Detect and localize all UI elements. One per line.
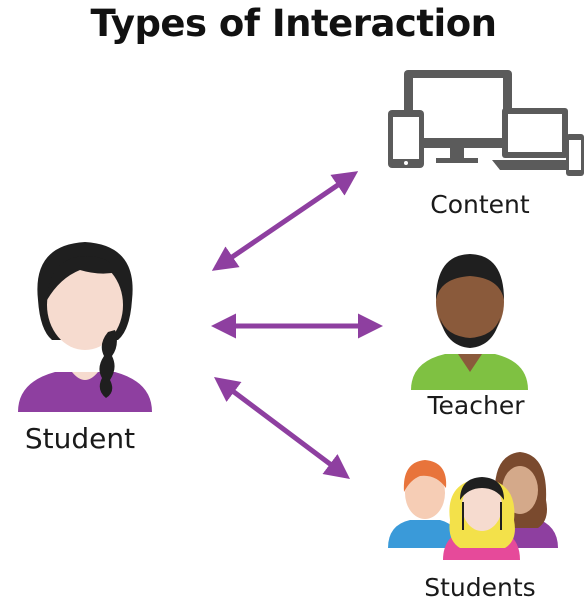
teacher-icon [411, 254, 528, 390]
student-icon [18, 242, 152, 412]
diagram-title: Types of Interaction [90, 2, 497, 45]
devices-icon [388, 70, 584, 176]
arrow-student-students [214, 377, 350, 479]
arrow-student-content [211, 171, 359, 271]
student-label: Student [24, 422, 136, 455]
students-label: Students [424, 573, 536, 602]
content-label: Content [430, 190, 530, 219]
teacher-label: Teacher [427, 391, 525, 420]
students-group-icon [388, 452, 558, 560]
